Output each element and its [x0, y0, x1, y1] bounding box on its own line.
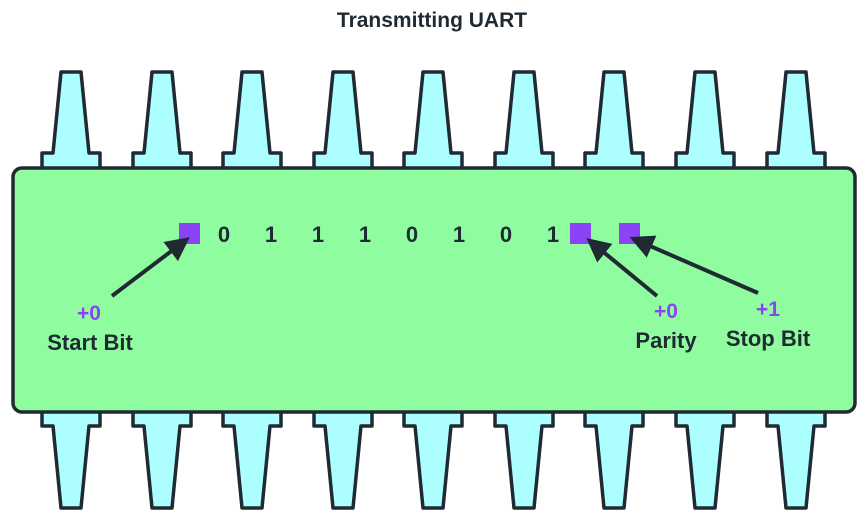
top-pin [493, 70, 555, 182]
data-bit: 0 [500, 222, 512, 247]
data-bit: 1 [359, 222, 371, 247]
bottom-pin [312, 399, 374, 510]
data-bit: 1 [547, 222, 559, 247]
bottom-pins [40, 399, 827, 510]
top-pin [583, 70, 645, 182]
top-pin [402, 70, 464, 182]
top-pin [312, 70, 374, 182]
bottom-pin [674, 399, 736, 510]
data-bit: 1 [453, 222, 465, 247]
top-pins [40, 70, 827, 182]
stop-bit-arrow [629, 235, 759, 295]
data-bit: 0 [406, 222, 418, 247]
stop-bit-label: Stop Bit [726, 326, 811, 351]
parity-arrow [586, 237, 659, 298]
data-bits: 0 1 1 1 0 1 0 1 [218, 222, 559, 247]
bottom-pin [131, 399, 193, 510]
bottom-pin [221, 399, 283, 510]
data-bit: 0 [218, 222, 230, 247]
parity-label: Parity [635, 328, 697, 353]
top-pin [131, 70, 193, 182]
parity-marker [570, 223, 591, 244]
start-bit-label: Start Bit [47, 330, 133, 355]
start-bit-value: +0 [77, 302, 101, 325]
data-bit: 1 [265, 222, 277, 247]
bottom-pin [583, 399, 645, 510]
parity-value: +0 [654, 300, 678, 323]
stop-bit-value: +1 [756, 298, 780, 321]
start-bit-arrow [110, 237, 190, 298]
top-pin [765, 70, 827, 182]
diagram-title: Transmitting UART [337, 9, 527, 32]
bottom-pin [402, 399, 464, 510]
top-pin [221, 70, 283, 182]
top-pin [40, 70, 102, 182]
bottom-pin [493, 399, 555, 510]
bottom-pin [40, 399, 102, 510]
bottom-pin [765, 399, 827, 510]
data-bit: 1 [312, 222, 324, 247]
chip-body [11, 166, 857, 414]
top-pin [674, 70, 736, 182]
